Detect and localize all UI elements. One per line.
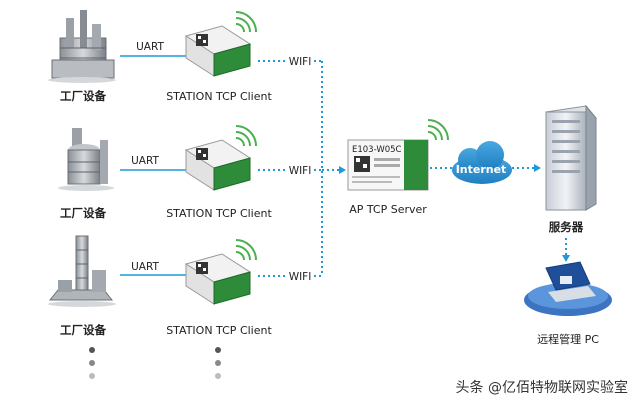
- ap-module-text: E103-W05C: [352, 145, 402, 155]
- arrow-right-icon: [339, 166, 346, 174]
- module-label: STATION TCP Client: [166, 90, 272, 103]
- pc-icon: [524, 261, 612, 316]
- uart-label: UART: [131, 261, 159, 273]
- module-label: STATION TCP Client: [166, 207, 272, 220]
- wifi-label: WIFI: [289, 56, 312, 68]
- uart-label: UART: [131, 155, 159, 167]
- qr-code-icon: [196, 34, 208, 46]
- device-row-1: 工厂设备 UART STATION TCP Client WIFI: [48, 10, 322, 103]
- server-label: 服务器: [549, 220, 584, 234]
- device-row-2: 工厂设备 UART STATION TCP Client WIFI: [58, 125, 322, 220]
- equipment-label: 工厂设备: [60, 206, 106, 220]
- arrow-down-icon: [562, 255, 570, 262]
- module-label: STATION TCP Client: [166, 324, 272, 337]
- internet-label: Internet: [456, 163, 507, 176]
- wifi-label: WIFI: [289, 165, 312, 177]
- remote-pc-label: 远程管理 PC: [537, 332, 599, 346]
- station-module: [184, 253, 252, 305]
- qr-code-icon: [196, 148, 208, 160]
- qr-code-icon: [196, 262, 208, 274]
- ap-label: AP TCP Server: [349, 203, 427, 216]
- arrow-right-icon: [534, 164, 541, 172]
- wifi-signal-icon: [235, 11, 257, 33]
- server-icon: [545, 104, 597, 211]
- equipment-label: 工厂设备: [60, 89, 106, 103]
- device-row-3: 工厂设备 UART STATION TCP Client WIFI: [48, 235, 322, 337]
- wifi-signal-icon: [235, 239, 257, 261]
- more-dots: [89, 347, 221, 379]
- factory-icon: [48, 10, 116, 83]
- cloud-icon: [452, 141, 512, 184]
- ap-module: E103-W05C: [347, 139, 429, 191]
- factory-icon: [48, 235, 116, 307]
- watermark: 头条 @亿佰特物联网实验室: [456, 379, 628, 396]
- wifi-signal-icon: [235, 125, 257, 147]
- uart-label: UART: [136, 41, 164, 53]
- wifi-signal-icon: [427, 119, 449, 141]
- equipment-label: 工厂设备: [60, 323, 106, 337]
- factory-icon: [58, 128, 114, 191]
- station-module: [184, 25, 252, 77]
- station-module: [184, 139, 252, 191]
- wifi-label: WIFI: [289, 271, 312, 283]
